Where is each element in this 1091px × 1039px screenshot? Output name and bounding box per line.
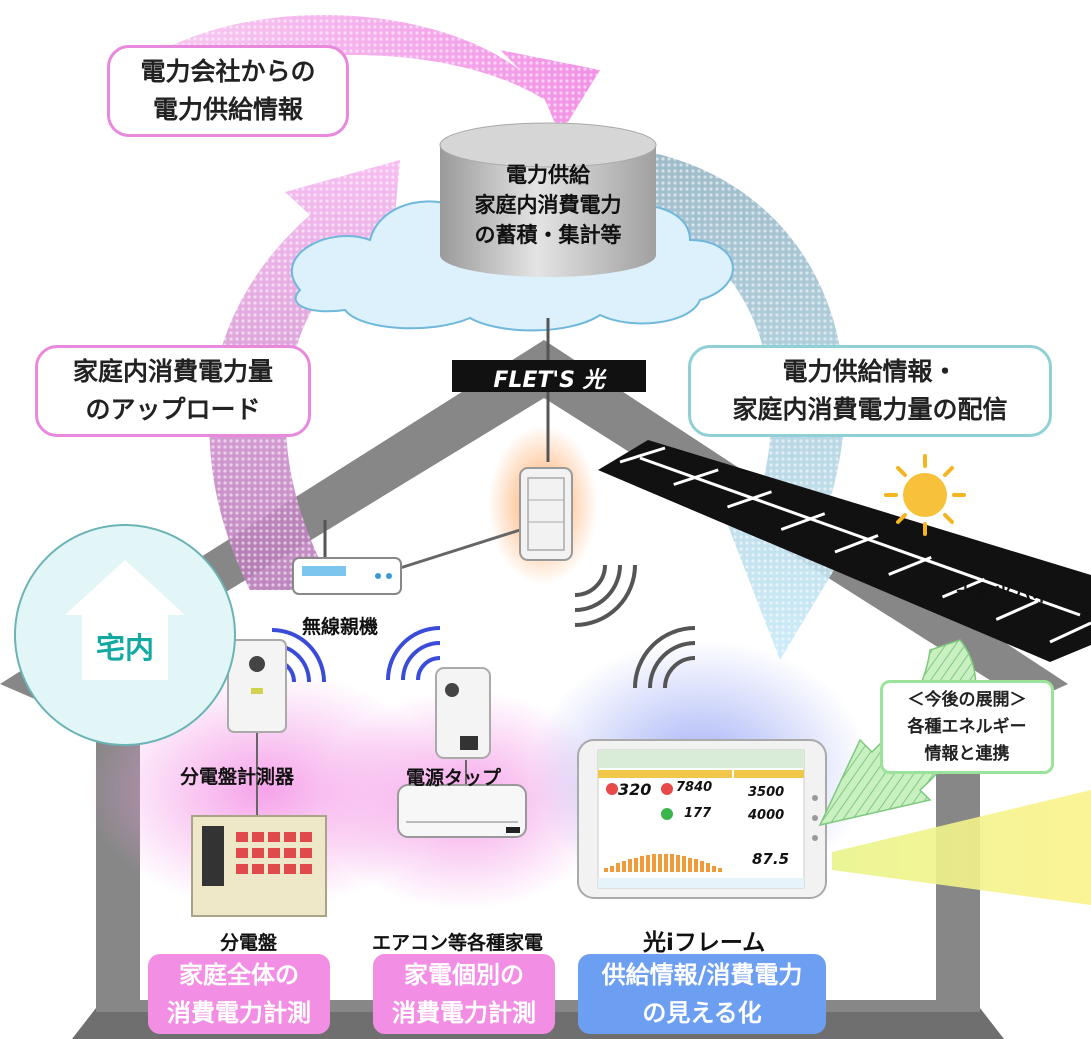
panel-meter-label: 分電盤計測器 — [180, 766, 295, 788]
light-beam — [832, 790, 1091, 905]
tablet-graph-bar — [706, 863, 710, 872]
tablet-graph-bar — [670, 854, 674, 872]
solar-cell-line — [727, 490, 772, 509]
distribute-box: 電力供給情報・ 家庭内消費電力量の配信 — [688, 345, 1052, 437]
future-line2: 各種エネルギー — [907, 716, 1027, 737]
hikari-frame-label: 光iフレーム — [643, 930, 766, 956]
distribute-line1: 電力供給情報・ — [782, 357, 958, 386]
tablet-graph-bar — [646, 855, 650, 872]
future-line3: 情報と連携 — [924, 743, 1010, 764]
future-line1: ＜今後の展開＞ — [907, 689, 1027, 710]
upload-line2: のアップロード — [85, 395, 261, 424]
home-total-line2: 消費電力計測 — [167, 999, 311, 1027]
panel-meter-device — [227, 639, 287, 733]
database-cylinder — [439, 122, 657, 277]
tablet-graph-bar — [652, 854, 656, 872]
tablet-graph-bar — [658, 854, 662, 872]
home-label: 宅内 — [95, 631, 154, 665]
tablet-graph-bar — [676, 855, 680, 872]
cloud-line1: 電力供給 — [506, 163, 590, 187]
sun-icon — [884, 454, 966, 536]
distribute-line2: 家庭内消費電力量の配信 — [732, 395, 1008, 424]
tablet-graph-bar — [718, 868, 722, 872]
appliance-pill: 家電個別の 消費電力計測 — [373, 954, 555, 1034]
upload-box: 家庭内消費電力量 のアップロード — [35, 345, 311, 437]
tablet-graph-bar — [664, 854, 668, 872]
tablet-graph-bar — [622, 861, 626, 872]
home-total-pill: 家庭全体の 消費電力計測 — [148, 954, 330, 1034]
tablet-value: 7840 — [676, 780, 713, 795]
wireless-base-label: 無線親機 — [302, 616, 379, 638]
cloud-line3: の蓄積・集計等 — [474, 223, 622, 247]
power-company-line1: 電力会社からの — [140, 57, 316, 86]
cloud-caption: 電力供給 家庭内消費電力 の蓄積・集計等 — [444, 160, 652, 250]
tablet-value: 87.5 — [752, 850, 790, 868]
tablet-graph-bar — [604, 868, 608, 872]
upload-line1: 家庭内消費電力量 — [72, 357, 273, 386]
aircon-label: エアコン等各種家電 — [372, 932, 544, 954]
power-tap-device — [435, 667, 491, 759]
onu-device — [519, 467, 573, 561]
wifi-waves — [271, 564, 696, 689]
flets-logo-text: FLET'S 光 — [493, 368, 605, 393]
tablet-graph-bar — [694, 859, 698, 872]
tablet-value: 3500 — [748, 785, 785, 800]
hikari-i-frame-tablet — [577, 739, 827, 899]
solar-cell-line — [834, 534, 879, 554]
power-company-line2: 電力供給情報 — [152, 95, 303, 124]
tablet-graph-bar — [628, 859, 632, 872]
future-box: ＜今後の展開＞ 各種エネルギー 情報と連携 — [880, 680, 1054, 774]
appliance-line1: 家電個別の — [404, 961, 524, 989]
tablet-graph-bar — [640, 856, 644, 872]
visual-line2: の見える化 — [642, 999, 762, 1027]
distribution-board-label: 分電盤 — [220, 932, 278, 954]
solar-cell-line — [941, 577, 986, 599]
wireless-router — [292, 520, 402, 595]
tablet-graph-bar — [700, 861, 704, 872]
visual-line1: 供給情報/消費電力 — [601, 961, 803, 989]
solar-cell-line — [1049, 621, 1091, 644]
tablet-graph-bar — [610, 866, 614, 872]
home-total-line1: 家庭全体の — [179, 961, 299, 989]
flets-logo — [452, 360, 646, 392]
tablet-value: 177 — [684, 806, 712, 821]
solar-cell-line — [995, 599, 1039, 621]
tablet-graph-bar — [712, 866, 716, 872]
solar-panel — [598, 440, 1091, 662]
home-badge — [14, 524, 236, 746]
solar-cell-line — [780, 512, 826, 531]
solar-cell-line — [639, 456, 1081, 617]
tablet-graph-bar — [682, 856, 686, 872]
power-company-box: 電力会社からの 電力供給情報 — [107, 45, 349, 137]
tablet-graph-bar — [634, 858, 638, 872]
cloud-line2: 家庭内消費電力 — [474, 193, 622, 217]
appliance-line2: 消費電力計測 — [392, 999, 536, 1027]
tablet-value: 320 — [618, 780, 652, 799]
solar-cell-line — [619, 446, 666, 464]
tablet-graph-bar — [616, 863, 620, 872]
visualization-pill: 供給情報/消費電力 の見える化 — [578, 954, 826, 1034]
distribution-board — [191, 815, 327, 917]
tablet-value: 4000 — [748, 808, 785, 823]
solar-panel-label: 太陽光パネル — [956, 584, 1071, 606]
power-tap-label: 電源タップ — [406, 767, 502, 789]
tablet-graph-bar — [688, 858, 692, 872]
air-conditioner — [397, 784, 527, 838]
